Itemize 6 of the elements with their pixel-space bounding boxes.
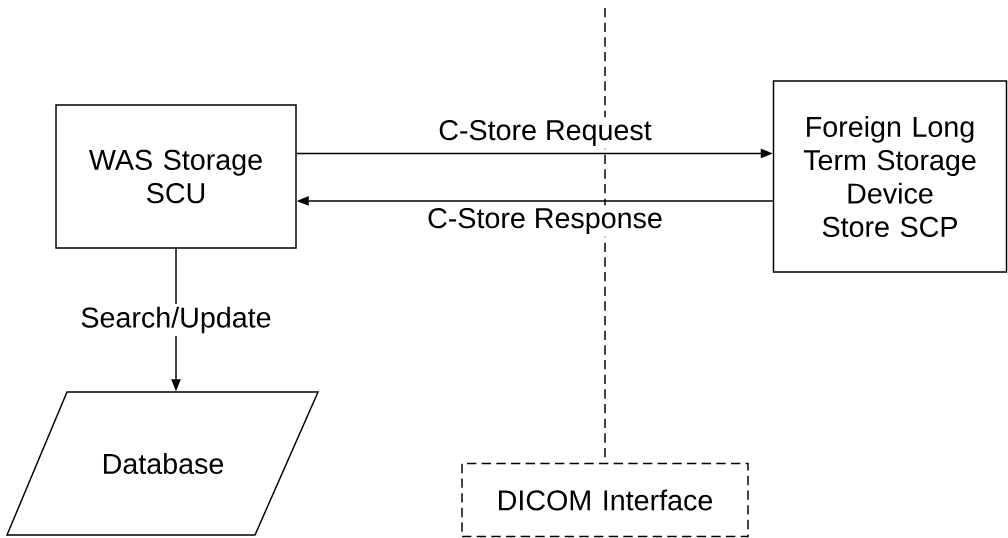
edge-label: C-Store Response: [424, 205, 666, 237]
process-box: WAS Storage SCU: [55, 104, 297, 249]
interface-box: DICOM Interface: [461, 462, 749, 538]
edge-label: Search/Update: [77, 303, 275, 336]
edge-label: C-Store Request: [435, 117, 655, 149]
process-box: Foreign Long Term Storage Device Store SCP: [772, 80, 1008, 273]
